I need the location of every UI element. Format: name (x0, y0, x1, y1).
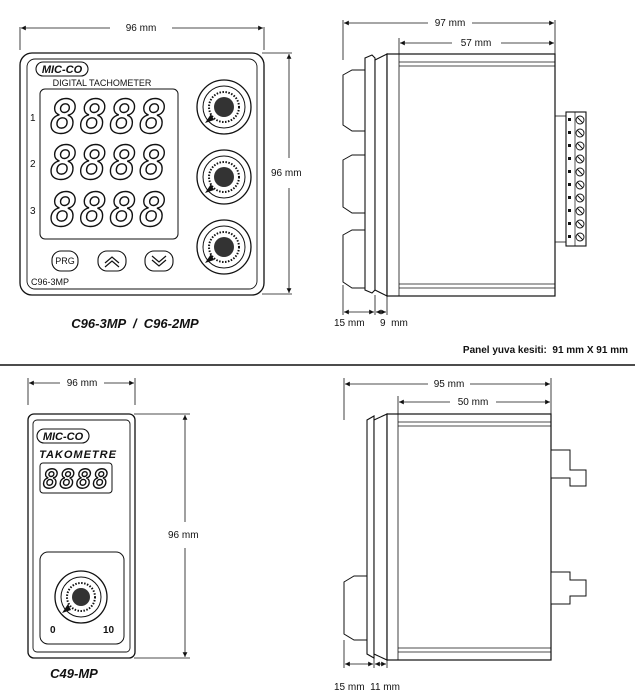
c49-body-depth-label: 50 mm (458, 397, 489, 408)
body-depth-label: 57 mm (461, 38, 492, 49)
c49-display-digits: 8888 (43, 465, 110, 495)
model-small-label: C96-3MP (31, 277, 69, 287)
row-label-3: 3 (30, 206, 36, 217)
side-view-c96: 97 mm 57 mm (334, 18, 587, 329)
c49-bezel-depth-label: 15 mm 11 mm (334, 682, 400, 693)
display-row-2: 8888 (50, 136, 169, 190)
brand-name: MIC-CO (42, 64, 83, 76)
bottom-model-caption: C49-MP (50, 666, 98, 681)
c49-knob (54, 570, 108, 624)
side-view-c49: 95 mm 50 mm 15 mm 11 mm (334, 378, 587, 693)
bezel-depth-label: 15 mm (334, 318, 365, 329)
down-button (144, 250, 174, 272)
knob-max-label: 10 (103, 625, 115, 636)
c49-width-label: 96 mm (67, 378, 98, 389)
front-view-c96: 96 mm 96 mm MIC-CO DIGITAL TACHOMETER 1 … (19, 23, 302, 296)
knob-min-label: 0 (50, 625, 56, 636)
knob-3 (196, 219, 252, 275)
display-row-3: 8888 (50, 183, 169, 237)
device-title: DIGITAL TACHOMETER (53, 78, 152, 88)
knob-2 (196, 149, 252, 205)
front-height-label: 96 mm (271, 168, 302, 179)
bezel-depth2-label: 9 mm (380, 318, 408, 329)
c49-total-depth-label: 95 mm (434, 379, 465, 390)
prg-button (51, 250, 79, 272)
brand-logo (35, 61, 89, 77)
front-width-label: 96 mm (126, 23, 157, 34)
row-label-1: 1 (30, 113, 36, 124)
front-view-c49: 96 mm 96 mm MIC-CO TAKOMETRE 8888 0 10 (27, 378, 199, 659)
total-depth-label: 97 mm (435, 18, 466, 29)
display-row-1: 8888 (50, 90, 169, 144)
row-label-2: 2 (30, 159, 36, 170)
up-button (97, 250, 127, 272)
c49-brand-name: MIC-CO (43, 431, 84, 443)
top-models-caption: C96-3MP / C96-2MP (71, 316, 199, 331)
knob-1 (196, 79, 252, 135)
display-window (39, 88, 179, 240)
prg-button-label: PRG (55, 256, 75, 266)
c49-display (39, 462, 113, 494)
panel-cutout-note: Panel yuva kesiti: 91 mm X 91 mm (463, 345, 628, 356)
c49-title: TAKOMETRE (39, 449, 117, 461)
c49-height-label: 96 mm (168, 530, 199, 541)
c49-brand-logo (36, 428, 90, 444)
